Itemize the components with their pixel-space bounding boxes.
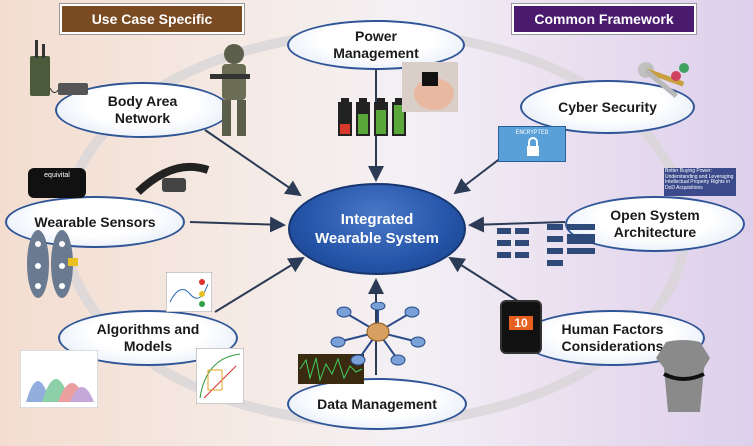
torso-mannequin-icon — [656, 340, 710, 412]
open-line1: Open System — [610, 207, 700, 223]
histogram-chart-icon — [20, 350, 98, 408]
data-line1: Data Management — [317, 395, 437, 412]
data-waveform-icon — [298, 354, 364, 384]
encrypted-label: ENCRYPTED — [515, 129, 549, 136]
cyber-line1: Cyber Security — [558, 98, 657, 115]
book-cover-text: Better Buying Power: Understanding and L… — [665, 168, 734, 191]
insole-sensors-icon — [27, 230, 78, 298]
power-line2: Management — [333, 45, 419, 61]
smartwatch: 10 — [500, 300, 542, 354]
open-line2: Architecture — [613, 224, 697, 240]
device-brand: equivital — [44, 172, 70, 179]
chip-icon — [402, 62, 458, 112]
arrow-sensors — [189, 216, 286, 233]
power-line1: Power — [354, 28, 397, 44]
human-line2: Considerations — [561, 338, 664, 354]
use-case-specific-badge: Use Case Specific — [60, 4, 244, 34]
integrated-wearable-system-hub: Integrated Wearable System — [288, 183, 466, 275]
architecture-blocks-icon — [497, 224, 595, 266]
algorithms-line1: Algorithms and — [96, 321, 200, 337]
human-line1: Human Factors — [561, 321, 664, 337]
database-network-icon — [330, 302, 426, 366]
keys-icon — [638, 62, 689, 99]
common-framework-badge: Common Framework — [512, 4, 696, 34]
batteries-icon — [338, 98, 406, 136]
arrow-body — [204, 129, 302, 197]
phase-chart-icon — [196, 348, 244, 404]
sensor-strap-icon — [135, 162, 210, 195]
arrow-open — [468, 216, 566, 233]
hub-line2: Wearable System — [315, 230, 439, 247]
arrow-algorithms — [214, 256, 305, 313]
algorithms-line2: Models — [123, 338, 173, 354]
body-line2: Network — [114, 110, 171, 126]
body-line1: Body Area — [107, 93, 178, 109]
watch-value: 10 — [509, 316, 533, 330]
sensors-line1: Wearable Sensors — [34, 213, 156, 230]
data-management-node: Data Management — [287, 378, 467, 430]
encrypted-lock-panel: ENCRYPTED — [498, 126, 566, 162]
lock-icon — [527, 137, 539, 156]
algorithm-chart-icon — [166, 272, 212, 312]
hub-line1: Integrated — [340, 211, 414, 228]
radio-device-icon — [30, 40, 88, 96]
soldier-icon — [210, 44, 250, 136]
sensor-device: equivital — [28, 168, 86, 198]
wearable-sensors-node: Wearable Sensors — [5, 196, 185, 248]
book-cover: Better Buying Power: Understanding and L… — [664, 168, 736, 196]
